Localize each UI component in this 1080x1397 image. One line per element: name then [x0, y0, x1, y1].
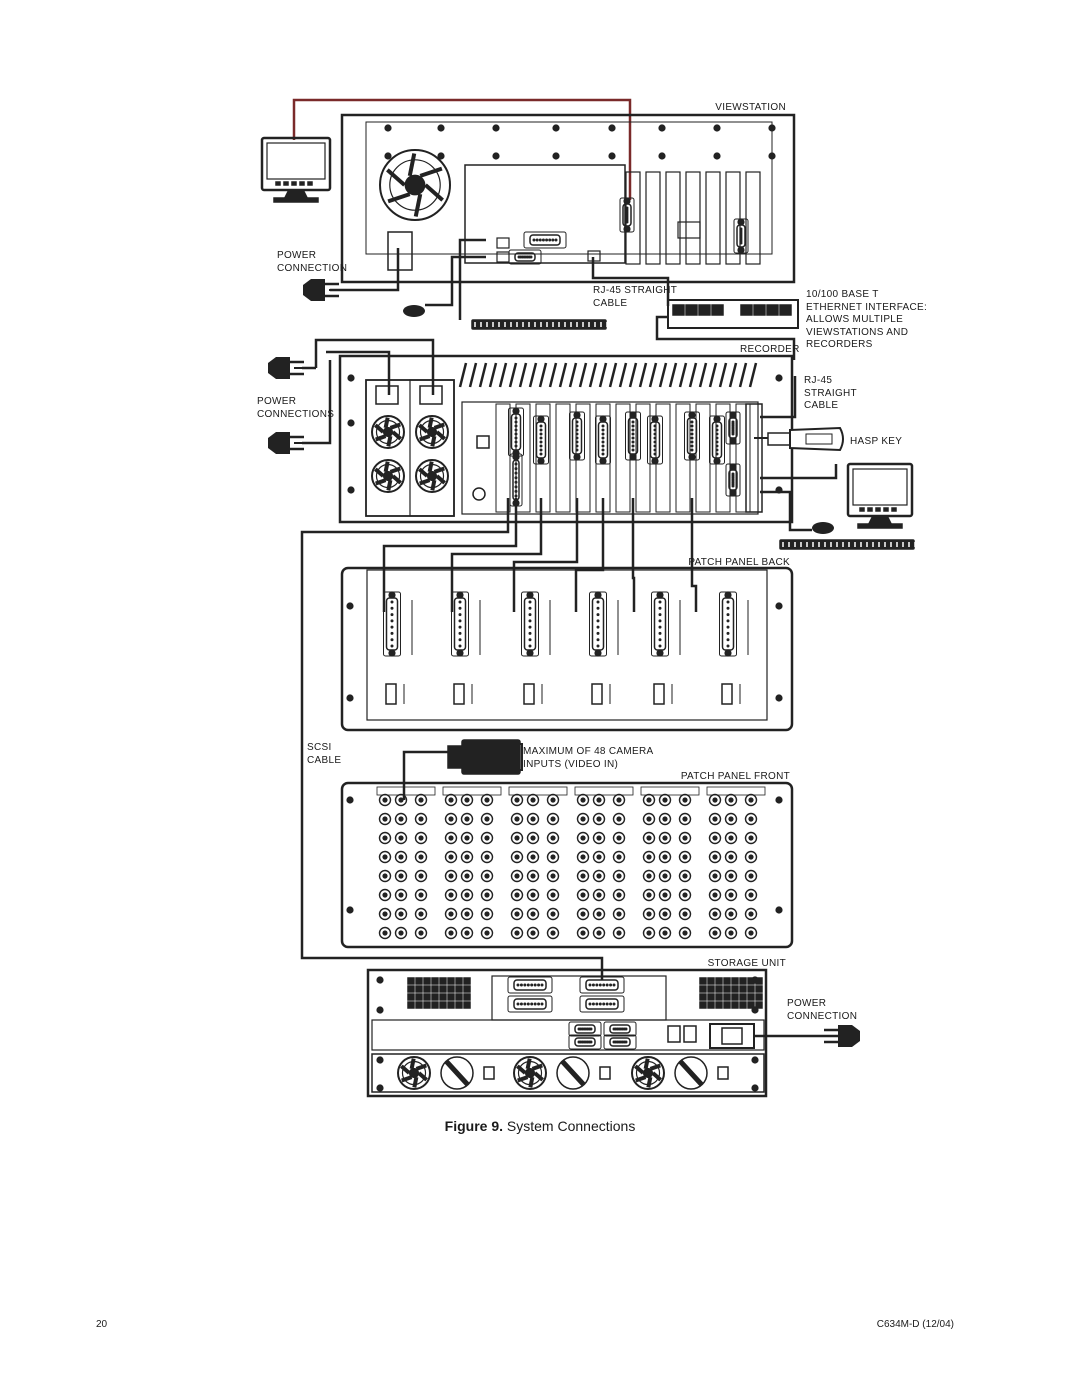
label-camera-inputs: MAXIMUM OF 48 CAMERA INPUTS (VIDEO IN) — [523, 746, 654, 770]
dsub-connector — [508, 249, 542, 265]
scsi-connector — [647, 415, 663, 465]
label-viewstation: VIEWSTATION — [715, 102, 786, 113]
dsub-connector — [579, 995, 625, 1013]
power-plug-icon — [268, 432, 304, 454]
label-patch-panel-back: PATCH PANEL BACK — [688, 557, 790, 568]
label-power-connections: POWER CONNECTIONS — [257, 396, 335, 420]
scsi-connector — [383, 591, 401, 657]
fan-guard — [556, 1056, 611, 1090]
fan-icon — [513, 1056, 547, 1090]
page-number: 20 — [96, 1319, 108, 1330]
dsub-connector — [568, 1034, 602, 1050]
recorder-chassis — [338, 354, 794, 524]
dsub-connector — [725, 411, 741, 445]
dsub-connector — [619, 197, 635, 233]
fan-icon — [415, 459, 449, 493]
scsi-connector — [521, 591, 539, 657]
power-plug-icon — [303, 279, 339, 301]
fan-guard — [440, 1056, 495, 1090]
figure-number: Figure 9. — [444, 1118, 504, 1134]
figure-title: System Connections — [506, 1118, 636, 1134]
monitor-icon — [846, 462, 914, 529]
label-patch-panel-front: PATCH PANEL FRONT — [680, 771, 790, 782]
viewstation-chassis — [340, 113, 796, 284]
fan-icon — [371, 415, 405, 449]
hasp-key-icon — [767, 426, 844, 452]
keyboard-icon — [779, 539, 916, 550]
dsub-connector — [507, 995, 553, 1013]
fan-icon — [379, 149, 451, 221]
fan-icon — [371, 459, 405, 493]
monitor-icon — [260, 136, 332, 203]
scsi-connector — [595, 415, 611, 465]
scsi-connector — [709, 415, 725, 465]
dsub-connector — [568, 1021, 602, 1037]
fan-icon — [631, 1056, 665, 1090]
fan-icon — [397, 1056, 431, 1090]
scsi-connector — [533, 415, 549, 465]
fan-guard — [674, 1056, 729, 1090]
dsub-connector — [733, 218, 749, 254]
storage-unit — [366, 968, 768, 1098]
label-power-connection-top: POWER CONNECTION — [277, 250, 348, 274]
keyboard-icon — [471, 319, 608, 330]
scsi-connector — [451, 591, 469, 657]
scsi-connector — [509, 453, 523, 507]
mouse-icon — [812, 522, 834, 534]
patch-panel-front — [340, 781, 794, 949]
label-rj45-cable-top: RJ-45 STRAIGHT CABLE — [593, 285, 678, 309]
dsub-connector — [579, 976, 625, 994]
label-ethernet-interface: 10/100 BASE T ETHERNET INTERFACE: ALLOWS… — [806, 289, 928, 350]
scsi-connector — [625, 411, 641, 461]
fan-icon — [415, 415, 449, 449]
label-recorder: RECORDER — [740, 344, 800, 355]
power-plug-icon — [824, 1025, 860, 1047]
label-storage-unit: STORAGE UNIT — [707, 958, 786, 969]
mouse-icon — [403, 305, 425, 317]
patch-panel-back — [340, 566, 794, 732]
ethernet-switch — [667, 299, 799, 329]
label-scsi-cable: SCSI CABLE — [307, 742, 342, 766]
dsub-connector — [603, 1034, 637, 1050]
dsub-connector — [603, 1021, 637, 1037]
scsi-connector — [719, 591, 737, 657]
power-plug-icon — [268, 357, 304, 379]
scsi-connector — [569, 411, 585, 461]
scsi-connector — [589, 591, 607, 657]
label-hasp-key: HASP KEY — [850, 436, 903, 447]
scsi-connector — [508, 407, 524, 457]
label-rj45-cable-right: RJ-45 STRAIGHT CABLE — [804, 375, 857, 411]
scsi-connector — [684, 411, 700, 461]
scsi-connector — [651, 591, 669, 657]
document-code: C634M-D (12/04) — [876, 1319, 954, 1330]
camera-icon — [447, 739, 523, 775]
dsub-connector — [523, 231, 567, 249]
dsub-connector — [507, 976, 553, 994]
label-power-connection-bottom: POWER CONNECTION — [787, 998, 858, 1022]
figure-caption: Figure 9. System Connections — [0, 1118, 1080, 1134]
dsub-connector — [725, 463, 741, 497]
